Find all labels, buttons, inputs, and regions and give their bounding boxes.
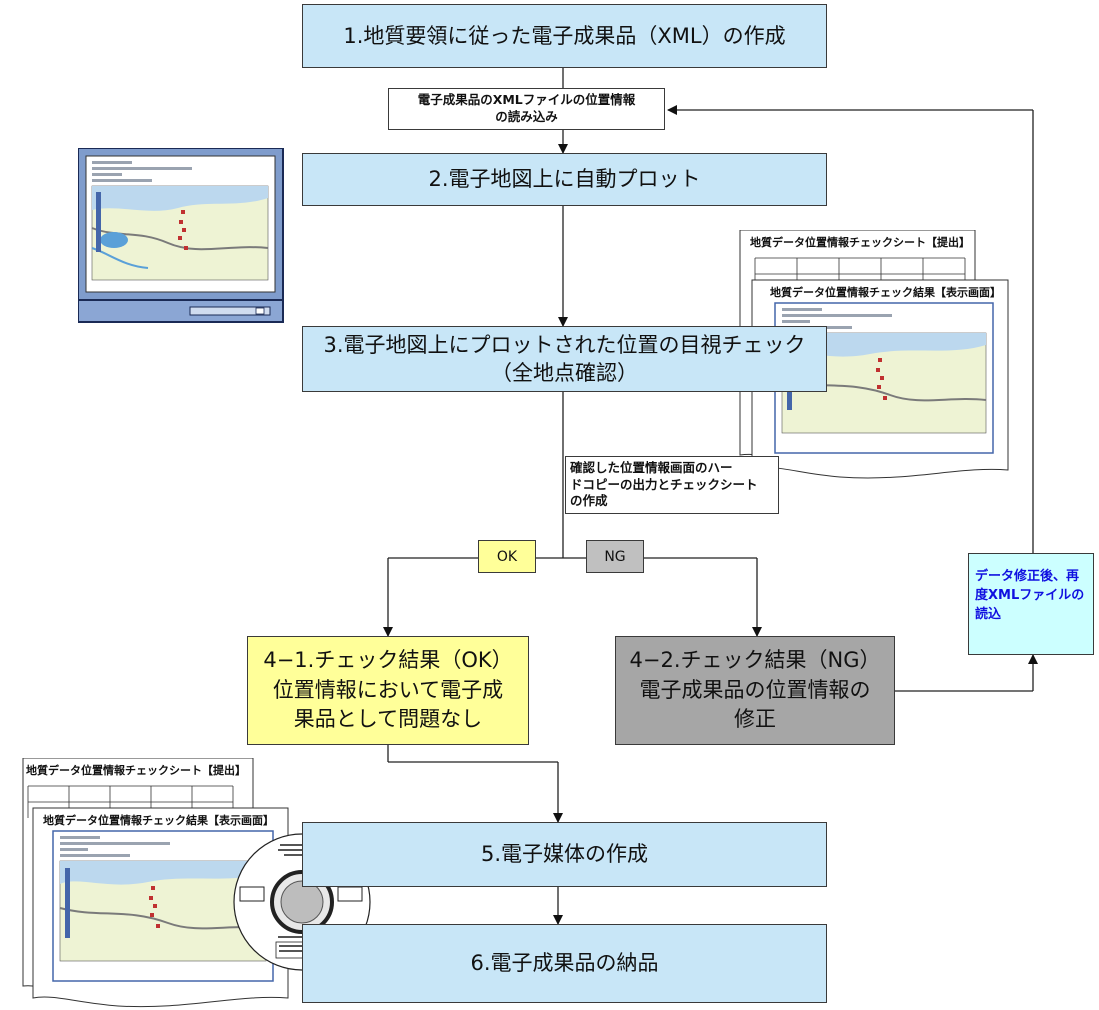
note-confirm-line3: の作成 — [570, 493, 608, 509]
note-read-line2: の読み込み — [495, 109, 558, 124]
step-6-label: 6.電子成果品の納品 — [470, 951, 659, 976]
step-5-label: 5.電子媒体の作成 — [480, 842, 649, 867]
step-6-deliver: 6.電子成果品の納品 — [302, 924, 827, 1003]
sheet-title-submit: 地質データ位置情報チェックシート【提出】 — [750, 235, 970, 249]
result-ng-box: 4−2.チェック結果（NG） 電子成果品の位置情報の 修正 — [615, 636, 895, 745]
monitor-illustration — [78, 148, 284, 323]
result-ng-line3: 修正 — [733, 707, 776, 732]
result-ok-box: 4−1.チェック結果（OK） 位置情報において電子成 果品として問題なし — [247, 636, 529, 745]
step-1-create-xml: 1.地質要領に従った電子成果品（XML）の作成 — [302, 4, 827, 68]
note-hardcopy-checksheet: 確認した位置情報画面のハー ドコピーの出力とチェックシート の作成 — [565, 456, 779, 514]
step-3-visual-check: 3.電子地図上にプロットされた位置の目視チェック （全地点確認） — [302, 326, 827, 392]
step-3-label-line1: 3.電子地図上にプロットされた位置の目視チェック — [323, 332, 806, 357]
sheet-title-submit-2: 地質データ位置情報チェックシート【提出】 — [26, 763, 246, 777]
feedback-line1: データ修正後、再 — [975, 569, 1080, 584]
note-read-xml-location: 電子成果品のXMLファイルの位置情報 の読み込み — [388, 88, 665, 130]
step-5-create-media: 5.電子媒体の作成 — [302, 822, 827, 887]
ok-tag-label: OK — [496, 548, 518, 565]
ok-tag: OK — [478, 540, 536, 573]
result-ok-line3: 果品として問題なし — [293, 707, 483, 732]
feedback-line2: 度XMLファイルの — [975, 587, 1085, 603]
result-ok-line2: 位置情報において電子成 — [272, 677, 504, 702]
note-confirm-line1: 確認した位置情報画面のハー — [570, 459, 733, 475]
ng-tag-label: NG — [604, 548, 626, 565]
step-3-label-line2: （全地点確認） — [490, 361, 638, 385]
result-ok-line1: 4−1.チェック結果（OK） — [263, 648, 513, 673]
note-read-line1: 電子成果品のXMLファイルの位置情報 — [417, 92, 636, 108]
sheet-title-display: 地質データ位置情報チェック結果【表示画面】 — [770, 285, 1001, 299]
result-ng-line2: 電子成果品の位置情報の — [639, 677, 871, 702]
step-2-auto-plot: 2.電子地図上に自動プロット — [302, 153, 827, 206]
result-ng-line1: 4−2.チェック結果（NG） — [629, 648, 881, 673]
step-2-label: 2.電子地図上に自動プロット — [428, 167, 701, 192]
sheet-title-display-2: 地質データ位置情報チェック結果【表示画面】 — [43, 813, 274, 827]
note-confirm-line2: ドコピーの出力とチェックシート — [570, 476, 758, 492]
step-1-label: 1.地質要領に従った電子成果品（XML）の作成 — [343, 23, 786, 48]
ng-tag: NG — [586, 540, 644, 573]
feedback-line3: 読込 — [975, 606, 1002, 622]
feedback-reload-box: データ修正後、再 度XMLファイルの 読込 — [968, 553, 1094, 655]
